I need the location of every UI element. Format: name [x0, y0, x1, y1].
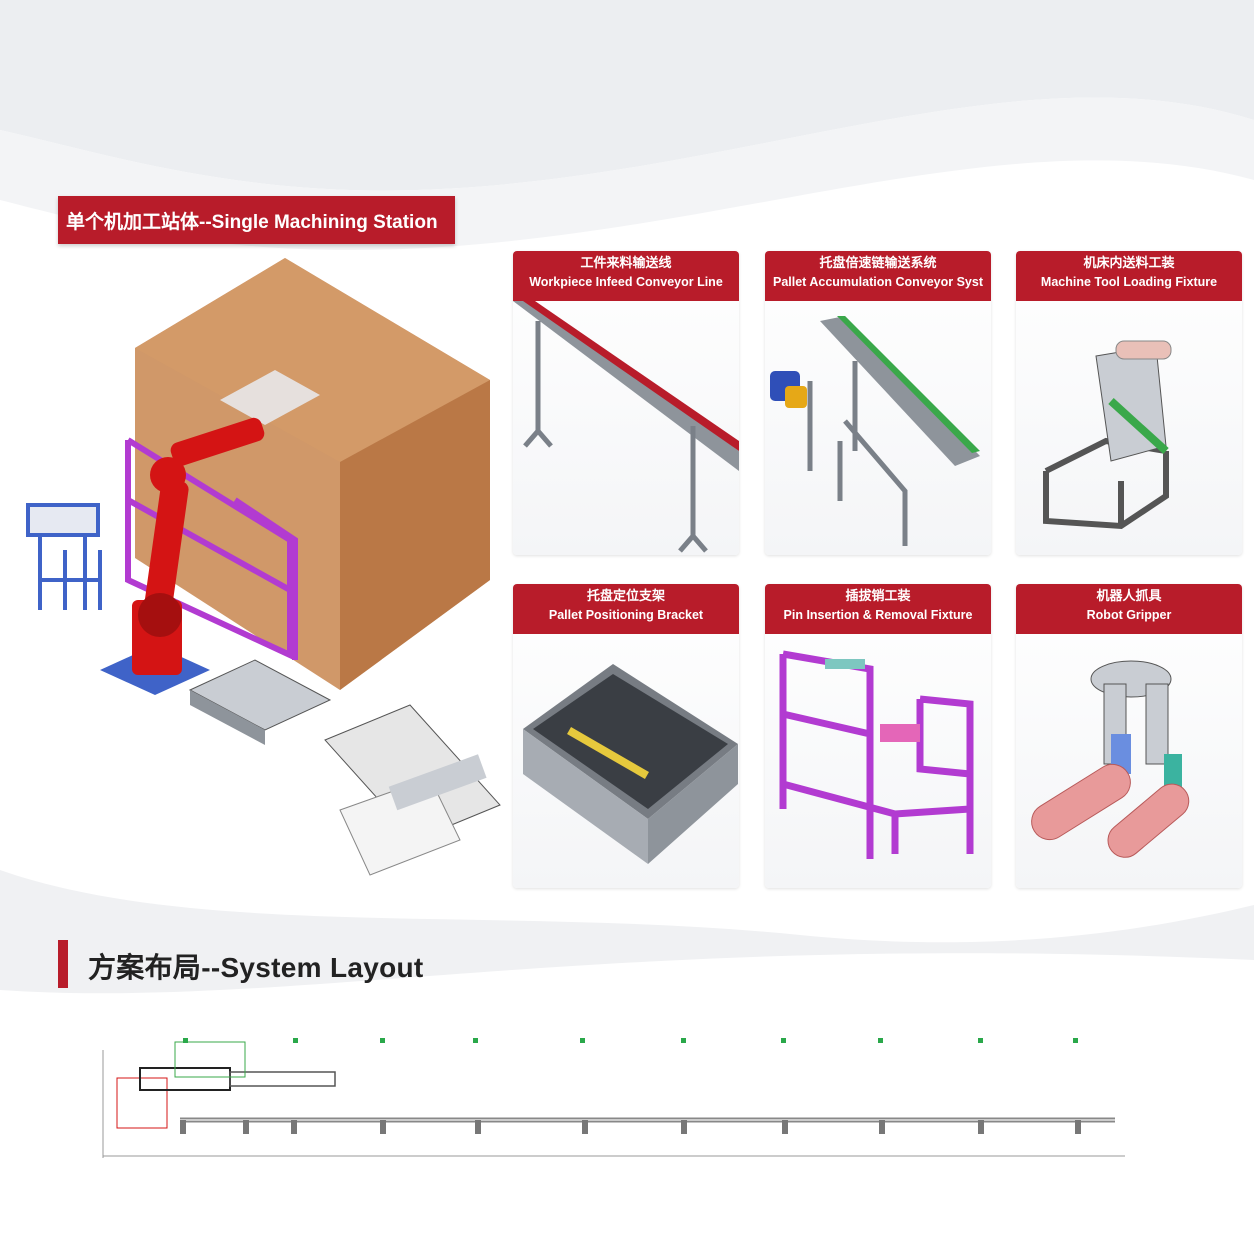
card-title-zh: 机床内送料工装 — [1083, 256, 1175, 271]
bracket-icon — [523, 664, 738, 864]
robot-arm-icon — [100, 417, 265, 695]
enclosure-box-icon — [135, 258, 490, 690]
card-header: 工件来料输送线 Workpiece Infeed Conveyor Line — [513, 251, 739, 301]
card-pallet-bracket: 托盘定位支架 Pallet Positioning Bracket — [513, 584, 739, 888]
card-header: 插拔销工装 Pin Insertion & Removal Fixture — [765, 584, 991, 634]
card-title-en: Pallet Accumulation Conveyor Syst — [772, 275, 983, 289]
card-title-en: Robot Gripper — [1086, 608, 1172, 622]
card-title-zh: 工件来料输送线 — [580, 256, 672, 271]
card-header: 机床内送料工装 Machine Tool Loading Fixture — [1016, 251, 1242, 301]
accumulation-conveyor-icon — [770, 316, 980, 546]
agv-icon — [324, 704, 501, 876]
gripper-icon — [1031, 660, 1190, 858]
card-title-zh: 插拔销工装 — [845, 589, 911, 604]
card-title-zh: 托盘定位支架 — [586, 589, 665, 604]
card-header: 托盘倍速链输送系统 Pallet Accumulation Conveyor S… — [765, 251, 991, 301]
card-infeed-conveyor: 工件来料输送线 Workpiece Infeed Conveyor Line — [513, 251, 739, 555]
section-title-system-layout: 方案布局--System Layout — [88, 952, 424, 983]
card-title-en: Workpiece Infeed Conveyor Line — [529, 275, 723, 289]
control-console — [26, 503, 102, 610]
pin-fixture-icon — [779, 650, 974, 859]
pallet-conveyor — [188, 659, 332, 745]
section-accent-bar — [58, 940, 68, 988]
card-pin-fixture: 插拔销工装 Pin Insertion & Removal Fixture — [765, 584, 991, 888]
fixture-icon — [1043, 340, 1172, 530]
section-title-single-station: 单个机加工站体--Single Machining Station — [58, 196, 455, 244]
card-loading-fixture: 机床内送料工装 Machine Tool Loading Fixture — [1016, 251, 1242, 555]
card-header: 机器人抓具 Robot Gripper — [1016, 584, 1242, 634]
card-title-zh: 托盘倍速链输送系统 — [819, 256, 937, 271]
card-title-en: Pallet Positioning Bracket — [548, 608, 704, 622]
card-pallet-conveyor: 托盘倍速链输送系统 Pallet Accumulation Conveyor S… — [765, 251, 991, 555]
card-title-en: Pin Insertion & Removal Fixture — [783, 608, 973, 622]
card-title-zh: 机器人抓具 — [1096, 589, 1162, 604]
single-station-illustration — [26, 258, 501, 876]
conveyor-icon — [513, 301, 739, 553]
card-title-en: Machine Tool Loading Fixture — [1040, 275, 1218, 289]
card-header: 托盘定位支架 Pallet Positioning Bracket — [513, 584, 739, 634]
card-robot-gripper: 机器人抓具 Robot Gripper — [1016, 584, 1242, 888]
system-layout-drawing — [102, 1038, 1125, 1158]
